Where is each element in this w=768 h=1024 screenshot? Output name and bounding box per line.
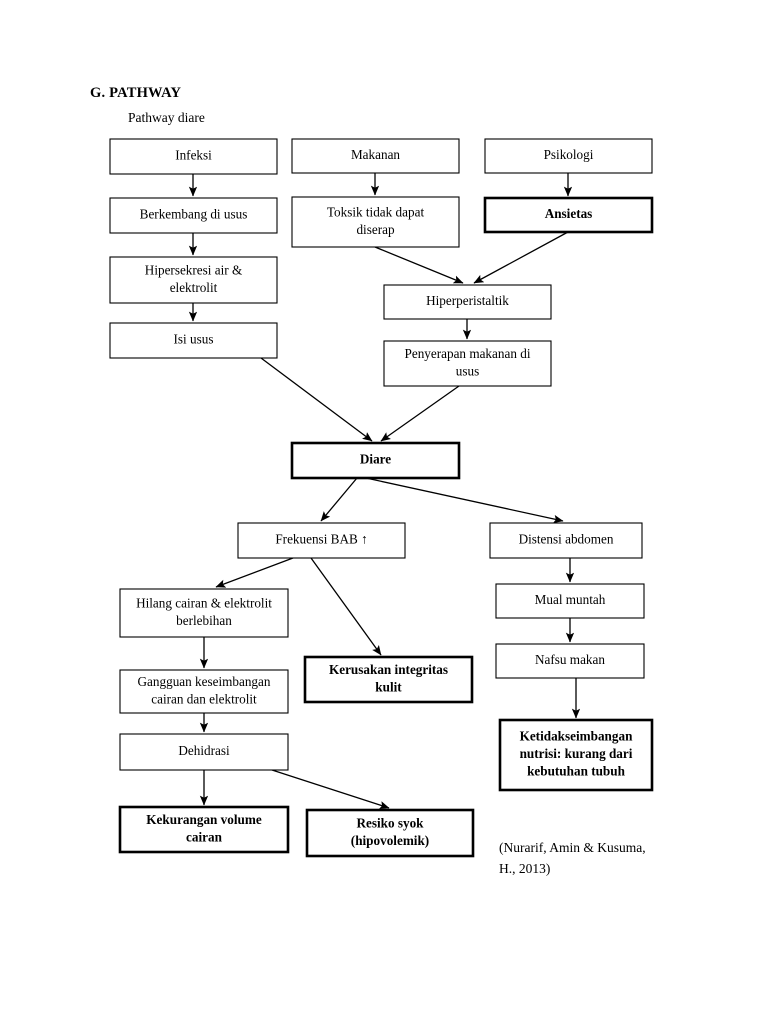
flow-node-isiusus: Isi usus (109, 322, 278, 359)
flow-node-makanan: Makanan (291, 138, 460, 174)
flow-arrow-frekuensi-to-hilangcairan (215, 557, 294, 588)
node-label-isiusus: Isi usus (174, 332, 214, 347)
node-box-mualmuntah (495, 583, 645, 619)
diagram-caption: Pathway diare (128, 110, 205, 125)
flow-arrow-frekuensi-to-kerusakan (310, 557, 382, 656)
flow-node-diare: Diare (290, 441, 461, 480)
node-box-toksik (291, 196, 460, 248)
flow-node-resikosyok: Resiko syok(hipovolemik) (305, 808, 475, 858)
node-box-ansietas (483, 196, 654, 234)
flow-node-infeksi: Infeksi (109, 138, 278, 175)
page-title: G. PATHWAY (90, 85, 182, 101)
node-label-hiperperistaltik: Hiperperistaltik (426, 293, 509, 308)
node-box-infeksi (109, 138, 278, 175)
node-label-resikosyok: Resiko syok(hipovolemik) (351, 815, 429, 848)
flow-node-nafsumakan: Nafsu makan (495, 643, 645, 679)
node-label-infeksi: Infeksi (175, 148, 212, 163)
node-box-diare (290, 441, 461, 480)
node-label-berkembang: Berkembang di usus (140, 207, 248, 222)
source-citation: (Nurarif, Amin & Kusuma, H., 2013) (499, 840, 646, 876)
flow-node-berkembang: Berkembang di usus (109, 197, 278, 234)
node-label-hipersekresi: Hipersekresi air &elektrolit (145, 262, 243, 295)
flow-arrow-dehidrasi-to-resikosyok (271, 769, 390, 810)
node-box-psikologi (484, 138, 653, 174)
node-box-nafsumakan (495, 643, 645, 679)
node-box-hiperperistaltik (383, 284, 552, 320)
node-label-mualmuntah: Mual muntah (535, 592, 606, 607)
flow-node-hipersekresi: Hipersekresi air &elektrolit (109, 256, 278, 304)
flow-arrow-ansietas-to-hiperperistaltik (473, 231, 569, 284)
flow-arrow-penyerapan-to-diare (380, 385, 460, 442)
node-box-hipersekresi (109, 256, 278, 304)
flow-node-distensi: Distensi abdomen (489, 522, 643, 559)
flow-node-dehidrasi: Dehidrasi (119, 733, 289, 771)
node-label-makanan: Makanan (351, 147, 400, 162)
flow-node-frekuensi: Frekuensi BAB ↑ (237, 522, 406, 559)
node-label-ansietas: Ansietas (545, 206, 593, 221)
node-box-resikosyok (305, 808, 475, 858)
node-label-frekuensi: Frekuensi BAB ↑ (275, 532, 367, 547)
node-box-distensi (489, 522, 643, 559)
node-label-psikologi: Psikologi (544, 147, 594, 162)
node-label-distensi: Distensi abdomen (519, 532, 614, 547)
flow-arrow-isiusus-to-diare (260, 357, 373, 442)
flow-node-ansietas: Ansietas (483, 196, 654, 234)
flow-node-hiperperistaltik: Hiperperistaltik (383, 284, 552, 320)
node-label-dehidrasi: Dehidrasi (178, 743, 230, 758)
edge-layer (188, 173, 581, 810)
node-box-berkembang (109, 197, 278, 234)
node-box-dehidrasi (119, 733, 289, 771)
node-label-nafsumakan: Nafsu makan (535, 652, 605, 667)
flow-arrow-diare-to-frekuensi (320, 477, 358, 522)
node-box-kerusakan (303, 655, 474, 704)
node-box-penyerapan (383, 340, 552, 387)
node-label-diare: Diare (360, 452, 391, 467)
node-box-kekurangan (118, 805, 290, 854)
node-box-makanan (291, 138, 460, 174)
node-box-ketidakseimbangan (498, 718, 654, 792)
node-box-hilangcairan (119, 588, 289, 638)
node-box-isiusus (109, 322, 278, 359)
flow-arrow-toksik-to-hiperperistaltik (374, 246, 464, 284)
flow-node-mualmuntah: Mual muntah (495, 583, 645, 619)
node-box-frekuensi (237, 522, 406, 559)
node-box-gangguan (119, 669, 289, 714)
flow-node-psikologi: Psikologi (484, 138, 653, 174)
flow-arrow-diare-to-distensi (365, 477, 564, 524)
